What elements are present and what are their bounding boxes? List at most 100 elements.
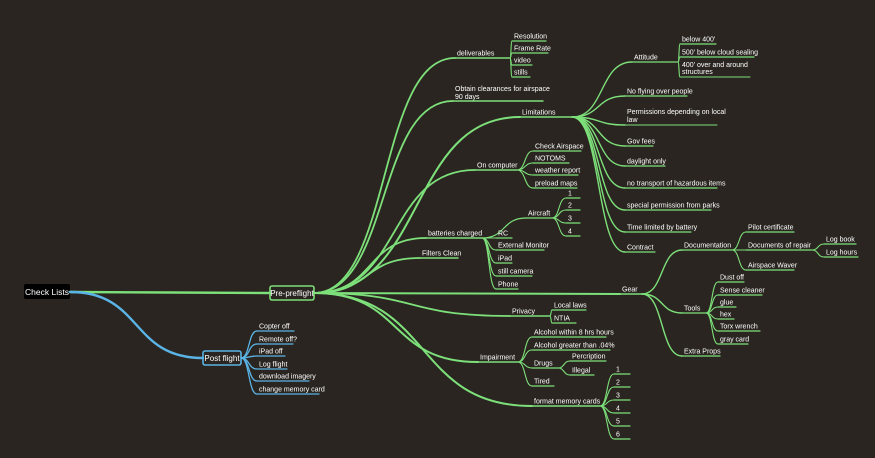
limitations-node: Limitations [522,110,556,117]
deliverables-item-stills: stills [514,70,528,77]
connector-log-hours [811,249,825,258]
extra-props-node: Extra Props [684,349,721,356]
connector-postflight-item [240,357,258,395]
aircraft-item-2: 2 [568,203,572,210]
documentation-node: Documentation [684,243,731,250]
attitude-node: Attitude [634,55,658,62]
connector-root-postflight [68,290,205,360]
connector-deliverables [313,57,456,294]
connector-privacy-item [549,309,553,317]
attitude-below-400: below 400' [682,37,715,44]
memory-node: format memory cards [534,399,601,406]
connector-privacy-item [549,315,553,324]
impairment-tired: Tired [534,379,550,386]
postflight-item-copter-off: Copter off [259,324,290,331]
privacy-node: Privacy [512,309,535,316]
aircraft-item-3: 3 [568,216,572,223]
connector-log-book [811,243,825,251]
connector-time-limited [571,116,626,233]
preflight-node-label: Pre-preflight [270,289,314,298]
tools-node: Tools [684,306,701,313]
connector-pilot-certificate [731,231,747,251]
connector-percription [557,360,571,369]
limitation-daylight: daylight only [627,159,666,166]
drugs-percription: Percription [572,354,606,361]
on-computer-preload-maps: preload maps [535,181,578,188]
connector-tools [641,293,683,314]
filters-node: Filters Clean [422,251,461,258]
memory-card-2: 2 [616,380,620,387]
connector-privacy [313,292,511,317]
connector-filters [313,257,421,294]
documents-of-repair-node: Documents of repair [748,243,812,250]
attitude-400-over-line2: structures [682,69,713,76]
deliverables-node: deliverables [457,51,495,58]
on-computer-check-airspace: Check Airspace [535,144,584,151]
root-node-label: Check Lists [25,287,69,297]
impairment-alcohol-04: Alcohol greater than .04% [534,343,615,350]
drugs-illegal: Illegal [572,368,591,375]
attitude-400-over-line1: 400' over and around [682,62,748,69]
connector-deliverables-item [509,57,513,78]
connector-memory [313,292,533,407]
connector-impairment [313,292,479,363]
connector-batteries-item [481,237,497,290]
tool-sense-cleaner: Sense cleaner [720,288,765,295]
root-node[interactable] [24,284,70,299]
limitation-special-permission: special permission from parks [627,203,720,210]
connector-attitude [571,61,633,118]
batteries-phone: Phone [498,282,518,289]
on-computer-weather-report: weather report [534,168,580,175]
limitation-gov-fees: Gov fees [627,139,656,146]
log-hours: Log hours [826,250,858,257]
aircraft-node: Aircraft [528,211,550,218]
aircraft-item-4: 4 [568,229,572,236]
connector-illegal [557,367,571,376]
connector-memory-item [599,373,615,407]
batteries-rc: RC [498,231,508,238]
limitation-no-flying: No flying over people [627,89,693,96]
postflight-item-download-imagery: download imagery [259,374,316,381]
deliverables-item-video: video [514,58,531,65]
impairment-alcohol-8hrs: Alcohol within 8 hrs hours [534,330,614,337]
drugs-node: Drugs [534,361,553,368]
connector-tools-item [705,312,719,345]
pilot-certificate: Pilot certificate [748,225,794,232]
postflight-item-log-flight: Log flight [259,362,287,369]
permissions-line1: Permissions depending on local [627,109,726,116]
memory-card-6: 6 [616,432,620,439]
connector-root-preflight [68,290,272,295]
postflight-item-change-memory-card: change memory card [259,387,325,394]
tool-torx-wrench: Torx wrench [720,324,758,331]
connector-batteries [313,237,427,294]
log-book: Log book [826,237,855,244]
clearances-line2: 90 days [455,94,480,101]
connector-alcohol1 [517,336,533,363]
postflight-item-ipad-off: iPad off [259,349,283,356]
connector-memory-item [599,405,615,440]
memory-card-3: 3 [616,393,620,400]
attitude-500-below-cloud: 500' below cloud sealing [682,50,758,57]
deliverables-item-resolution: Resolution [514,34,547,41]
connector-tools-item [705,281,719,314]
connector-aircraft-item [551,197,567,219]
connector-attitude-item [677,61,681,78]
connector-aircraft-item [551,217,567,237]
on-computer-notoms: NOTOMS [535,156,566,163]
privacy-local-laws: Local laws [554,303,587,310]
connector-contract [571,116,626,253]
permissions-line2: law [627,117,638,124]
tool-dust-off: Dust off [720,275,744,282]
deliverables-item-frame-rate: Frame Rate [514,46,551,53]
memory-card-1: 1 [616,367,620,374]
connector-on-computer-item [516,169,534,189]
tool-gray-card: gray card [720,337,749,344]
limitation-contract: Contract [627,245,654,252]
limitation-no-transport: no transport of hazardous items [627,181,726,188]
connector-airspace-waver [731,249,747,271]
gear-node: Gear [622,287,638,294]
connector-clearances [313,100,454,294]
aircraft-item-1: 1 [568,191,572,198]
